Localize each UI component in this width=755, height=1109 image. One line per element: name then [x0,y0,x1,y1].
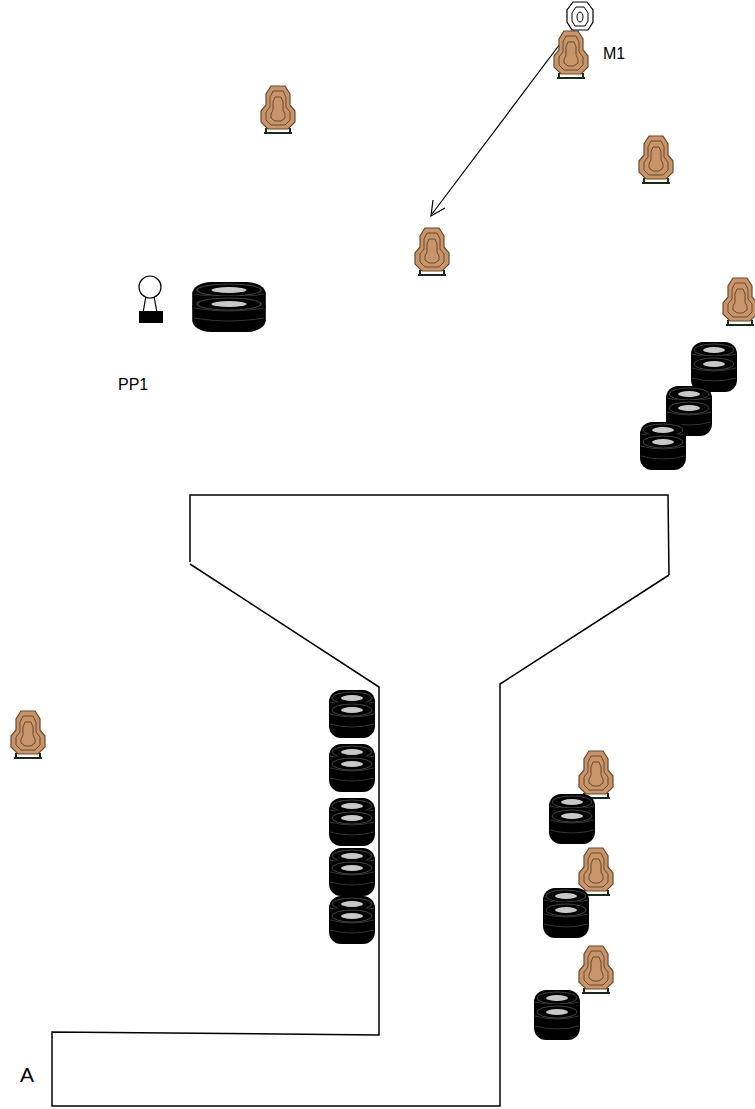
popper-label: PP1 [118,377,148,393]
mover-label: M1 [603,46,625,62]
start-position-label: A [20,1064,34,1085]
